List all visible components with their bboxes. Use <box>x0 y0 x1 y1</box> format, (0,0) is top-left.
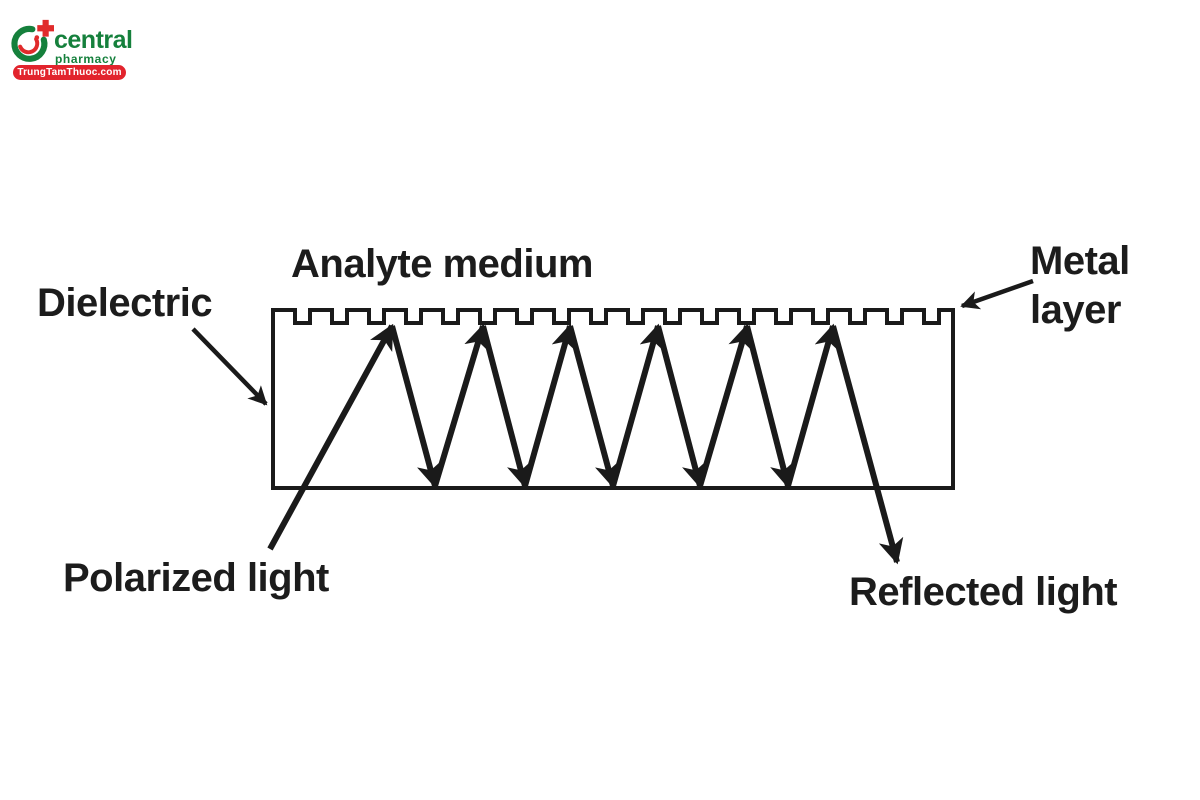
central-pharmacy-logo: central pharmacy TrungTamThuoc.com <box>10 14 140 84</box>
logo-arc-red <box>18 37 40 55</box>
ray-up-5 <box>785 323 839 487</box>
dielectric-slab-outline <box>271 308 955 490</box>
logo-badge-text: TrungTamThuoc.com <box>17 66 122 78</box>
dielectric-pointer-arrow <box>191 327 268 406</box>
analyte-medium-label: Analyte medium <box>291 242 593 286</box>
logo-brand-text: central <box>54 26 133 54</box>
central-pharmacy-logo-icon <box>11 19 54 62</box>
reflected-light-label: Reflected light <box>849 570 1118 614</box>
logo-plus-icon <box>37 19 54 37</box>
logo-dot <box>34 35 40 40</box>
ray-up-3 <box>610 323 664 487</box>
dielectric-label: Dielectric <box>37 281 213 325</box>
ray-down-5 <box>744 325 795 489</box>
ray-up-1 <box>432 323 489 487</box>
ray-down-4 <box>655 325 707 489</box>
logo-badge: TrungTamThuoc.com <box>13 65 126 80</box>
metal-layer-pointer-arrow <box>960 278 1034 310</box>
ray-down-3 <box>567 325 620 489</box>
polarized-light-label: Polarized light <box>63 556 329 600</box>
ray-up-4 <box>697 323 753 487</box>
ray-down-1 <box>389 325 442 489</box>
metal-layer-label: Metal layer <box>1030 239 1130 332</box>
logo-ring-green <box>11 25 48 62</box>
logo-sub-text: pharmacy <box>55 52 117 66</box>
zigzag-rays <box>389 323 839 489</box>
ray-down-2 <box>480 325 532 489</box>
incident-ray <box>267 323 395 551</box>
reflected-ray <box>830 325 904 565</box>
ray-up-2 <box>522 323 576 487</box>
